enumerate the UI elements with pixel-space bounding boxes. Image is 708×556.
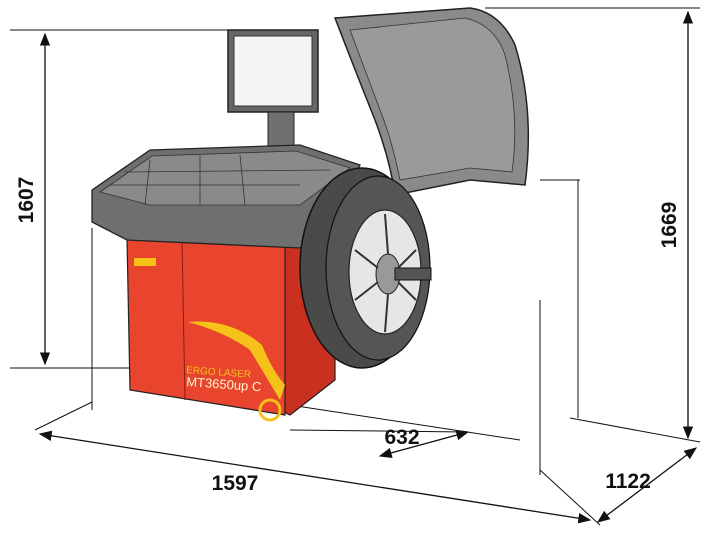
- badge-logo: [134, 258, 156, 266]
- monitor: [227, 29, 319, 149]
- wheel: [299, 167, 432, 369]
- dimension-label-632: 632: [384, 426, 419, 449]
- dimension-line-1122: [596, 447, 698, 523]
- dimension-label-1597: 1597: [212, 472, 259, 495]
- dimension-lines: [38, 10, 698, 524]
- dimension-label-1122: 1122: [605, 470, 651, 493]
- dimension-line-632: [378, 430, 470, 458]
- monitor-screen: [233, 35, 313, 107]
- dimension-line-1597: [38, 430, 592, 524]
- brand-text: ERGO LASER: [186, 365, 252, 381]
- wheel-guard-hood: [333, 7, 530, 196]
- cabinet-front: ERGO LASER MT3650up C: [126, 237, 286, 422]
- eagle-logo: [188, 321, 285, 400]
- dimension-label-1607: 1607: [15, 177, 38, 224]
- shaft: [394, 267, 432, 281]
- model-text: MT3650up C: [186, 374, 262, 394]
- dimension-label-1669: 1669: [658, 202, 681, 249]
- accessory-tray: [91, 144, 361, 249]
